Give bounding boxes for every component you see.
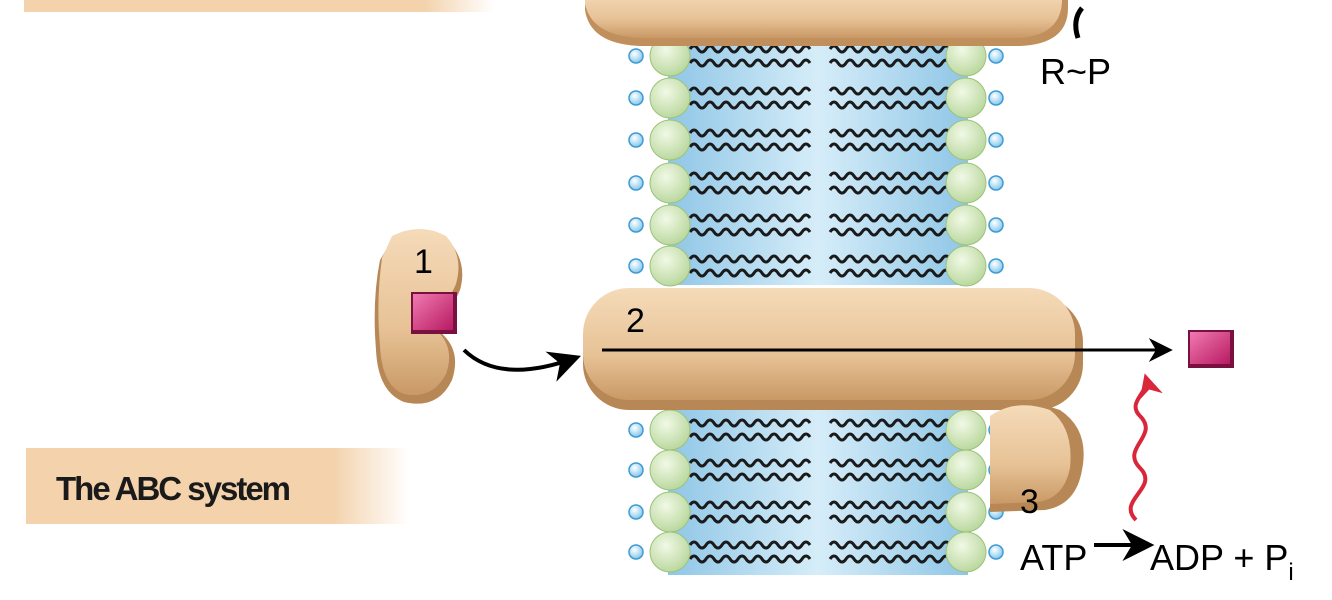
lipid-tail — [828, 142, 952, 152]
lipid-tail — [828, 458, 952, 468]
phosphate-dot — [628, 504, 644, 520]
substrate-transported — [1188, 330, 1234, 368]
lipid-tail — [688, 458, 812, 468]
lipid-tail — [828, 58, 952, 68]
energy-arrow — [1128, 373, 1163, 522]
lipid-head — [945, 204, 987, 246]
phosphate-dot — [628, 132, 644, 148]
lipid-tail — [828, 500, 952, 510]
phosphate-dot — [988, 90, 1004, 106]
atp-label: ATP — [1020, 537, 1087, 578]
lipid-tail — [828, 227, 952, 237]
lipid-head — [649, 204, 691, 246]
lipid-tail — [828, 418, 952, 428]
adp-label: ADP + Pi — [1150, 537, 1294, 586]
phosphate-dot — [988, 544, 1004, 560]
lipid-tail — [688, 432, 812, 442]
phosphate-dot — [988, 175, 1004, 191]
lipid-tail — [688, 500, 812, 510]
phosphorylated-label: R~P — [1040, 51, 1111, 92]
lipid-head — [649, 77, 691, 119]
membrane-core — [668, 40, 968, 575]
lipid-tail — [688, 268, 812, 278]
lipid-head — [945, 531, 987, 573]
diagram-title: The ABC system — [56, 470, 291, 507]
lipid-tail — [828, 540, 952, 550]
lipid-head — [649, 409, 691, 451]
lipid-tail — [688, 418, 812, 428]
lipid-tail — [688, 554, 812, 564]
phosphate-dot — [988, 132, 1004, 148]
lipid-tail — [688, 128, 812, 138]
lipid-tail — [688, 472, 812, 482]
lipid-tail — [688, 514, 812, 524]
lipid-head — [945, 245, 987, 287]
lipid-tail — [688, 86, 812, 96]
lipid-head — [649, 119, 691, 161]
phosphate-dot — [628, 544, 644, 560]
lipid-tail — [688, 171, 812, 181]
phosphate-dot — [628, 217, 644, 233]
lipid-head — [649, 245, 691, 287]
phosphate-dot — [988, 217, 1004, 233]
phosphate-dot — [628, 462, 644, 478]
lipid-tail — [688, 142, 812, 152]
title-bar — [26, 448, 409, 524]
phosphate-dot — [628, 258, 644, 274]
lipid-tail — [828, 100, 952, 110]
lipid-heads — [628, 35, 1004, 573]
lipid-tail — [828, 514, 952, 524]
lipid-head — [945, 491, 987, 533]
lipid-tail — [688, 213, 812, 223]
lipid-tail — [688, 227, 812, 237]
lipid-tail — [828, 554, 952, 564]
lipid-head — [945, 409, 987, 451]
substrate-bound — [411, 292, 457, 334]
lipid-tail — [688, 540, 812, 550]
top-membrane-protein — [585, 0, 1085, 46]
phosphate-dot — [628, 90, 644, 106]
transporter-protein — [583, 288, 1083, 410]
lipid-head — [945, 119, 987, 161]
lipid-tail — [828, 128, 952, 138]
step-2-label: 2 — [626, 302, 645, 340]
lipid-tail — [688, 185, 812, 195]
step-3-label: 3 — [1020, 483, 1039, 521]
lipid-tail — [828, 432, 952, 442]
lipid-tail — [688, 100, 812, 110]
atpase-protein — [990, 404, 1084, 512]
lipid-tail — [828, 86, 952, 96]
lipid-tail — [828, 254, 952, 264]
lipid-tail — [828, 213, 952, 223]
pi-subscript: i — [1288, 559, 1293, 586]
lipid-tail — [688, 58, 812, 68]
lipid-head — [945, 449, 987, 491]
phosphate-dot — [628, 48, 644, 64]
step-1-label: 1 — [414, 243, 433, 281]
lipid-tail — [688, 254, 812, 264]
top-label-bar — [24, 0, 494, 12]
lipid-tails — [688, 44, 952, 564]
lipid-head — [945, 162, 987, 204]
phosphate-dot — [628, 422, 644, 438]
lipid-head — [649, 162, 691, 204]
lipid-tail — [828, 171, 952, 181]
lipid-tail — [828, 268, 952, 278]
lipid-head — [649, 449, 691, 491]
lipid-head — [649, 531, 691, 573]
lipid-head — [945, 77, 987, 119]
lipid-tail — [828, 185, 952, 195]
lipid-tail — [828, 472, 952, 482]
phosphate-dot — [628, 175, 644, 191]
phosphate-dot — [988, 48, 1004, 64]
lipid-head — [649, 491, 691, 533]
binding-arrow — [462, 348, 582, 382]
phosphate-dot — [988, 258, 1004, 274]
